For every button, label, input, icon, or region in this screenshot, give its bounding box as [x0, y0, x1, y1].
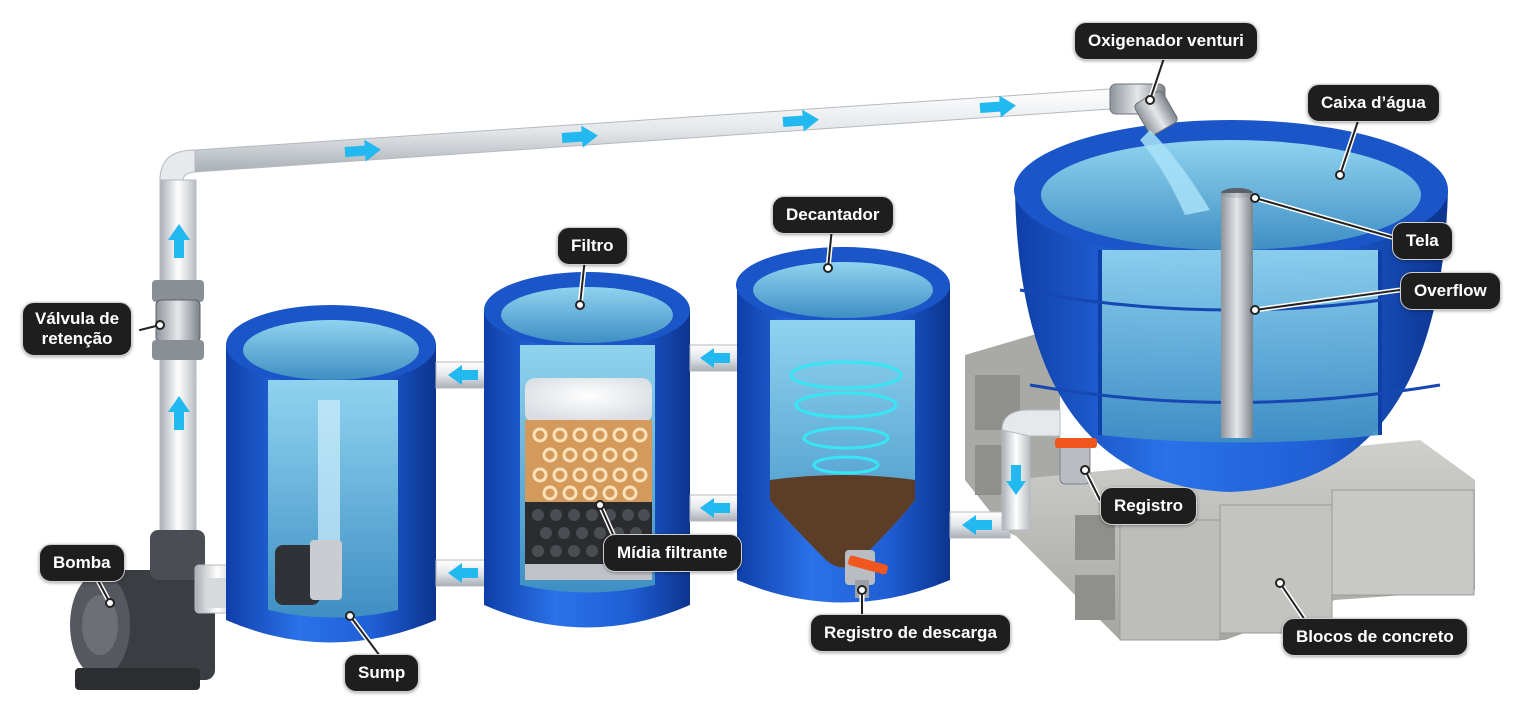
caixa-dagua-tank: [1014, 120, 1448, 492]
flow-arrow-icon: [561, 125, 598, 148]
label-caixa-dagua: Caixa d’água: [1307, 84, 1440, 122]
flow-arrow-icon: [962, 515, 992, 535]
flow-arrow-icon: [448, 563, 478, 583]
leader-dots: [105, 95, 1345, 621]
flow-arrow-icon: [1006, 465, 1026, 495]
label-oxigenador-venturi: Oxigenador venturi: [1074, 22, 1258, 60]
flow-arrow-icon: [168, 396, 190, 430]
decantador-tank: [736, 247, 950, 603]
flow-arrow-icon: [979, 95, 1016, 118]
vortex-rings: [789, 360, 903, 475]
connector-pipes-left: [435, 361, 491, 587]
label-valvula-de-retencao: Válvula de retenção: [22, 302, 133, 356]
label-sump: Sump: [344, 654, 420, 692]
label-valvula-line2: retenção: [41, 329, 113, 348]
flow-arrow-icon: [448, 365, 478, 385]
ceramic-rings: [532, 427, 648, 501]
leader-lines-core: [94, 54, 1401, 661]
label-midia-filtrante: Mídia filtrante: [603, 534, 742, 572]
label-overflow: Overflow: [1400, 272, 1501, 310]
overflow-pipe: [1221, 188, 1253, 438]
check-valve-icon: [152, 280, 204, 360]
flow-arrows: [168, 95, 1026, 583]
label-registro: Registro: [1100, 487, 1197, 525]
flow-arrow-icon: [344, 139, 381, 162]
label-blocos-de-concreto: Blocos de concreto: [1282, 618, 1468, 656]
label-bomba: Bomba: [39, 544, 125, 582]
label-decantador: Decantador: [772, 196, 894, 234]
filtro-tank: [484, 272, 690, 628]
sump-tank: [226, 305, 436, 643]
flow-arrow-icon: [700, 498, 730, 518]
label-registro-de-descarga: Registro de descarga: [810, 614, 1011, 652]
label-tela: Tela: [1392, 222, 1453, 260]
label-valvula-line1: Válvula de: [35, 309, 120, 328]
flow-arrow-icon: [782, 109, 819, 132]
label-filtro: Filtro: [557, 227, 628, 265]
flow-arrow-icon: [168, 224, 190, 258]
connector-pipes-middle: [689, 344, 743, 522]
flow-arrow-icon: [700, 348, 730, 368]
connector-pipe-right: [949, 409, 1061, 539]
